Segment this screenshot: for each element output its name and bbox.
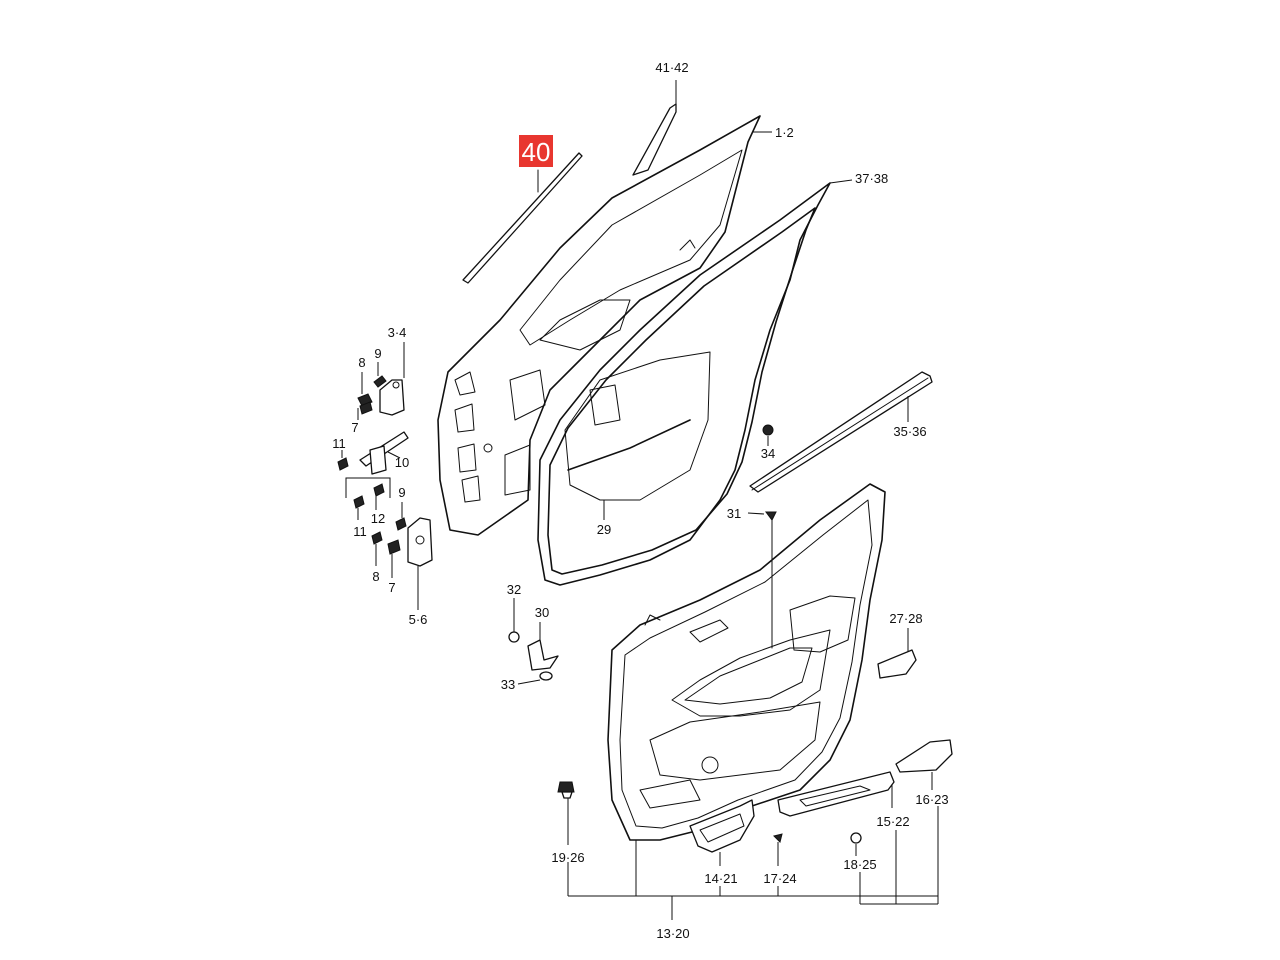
- part-19-26-clip[interactable]: [557, 781, 575, 845]
- callout-12: 12: [371, 511, 385, 526]
- callout-29: 29: [597, 522, 611, 537]
- callout-41-42: 41·42: [655, 60, 688, 75]
- callout-7b: 7: [388, 580, 395, 595]
- lower-bolt-8[interactable]: [371, 531, 383, 566]
- callout-33: 33: [501, 677, 515, 692]
- part-18-25-cap[interactable]: [850, 832, 862, 856]
- check-bolt-11[interactable]: [337, 450, 349, 471]
- callout-8a: 8: [358, 355, 365, 370]
- callout-18-25: 18·25: [843, 857, 876, 872]
- callout-34: 34: [761, 446, 775, 461]
- callout-10: 10: [395, 455, 409, 470]
- callout-8b: 8: [372, 569, 379, 584]
- part-27-28-cover[interactable]: [877, 628, 917, 679]
- highlight-badge: [519, 135, 553, 167]
- callout-14-21: 14·21: [704, 871, 737, 886]
- part-1-2-door-shell[interactable]: [437, 115, 772, 536]
- callout-32: 32: [507, 582, 521, 597]
- callout-9a: 9: [374, 346, 381, 361]
- assembly-bracket-13-20: [567, 806, 939, 920]
- callout-5-6: 5·6: [409, 612, 428, 627]
- lower-bolt-7[interactable]: [387, 539, 401, 578]
- callout-37-38: 37·38: [855, 171, 888, 186]
- callout-1-2: 1·2: [775, 125, 794, 140]
- callout-11a: 11: [332, 436, 346, 451]
- upper-bolt-7[interactable]: [357, 401, 373, 420]
- part-14-21-pull-handle[interactable]: [689, 799, 755, 866]
- callout-19-26: 19·26: [551, 850, 584, 865]
- callout-31: 31: [727, 506, 741, 521]
- highlight-label[interactable]: 40: [522, 137, 551, 167]
- callout-27-28: 27·28: [889, 611, 922, 626]
- part-5-6-lower-hinge[interactable]: [407, 517, 433, 610]
- callout-11b: 11: [353, 524, 367, 539]
- callout-3-4: 3·4: [388, 325, 407, 340]
- part-12-bracket[interactable]: [345, 477, 391, 520]
- callout-9b: 9: [398, 485, 405, 500]
- part-40-moulding[interactable]: [462, 152, 583, 284]
- part-32-nut[interactable]: [508, 598, 520, 643]
- part-30-handle-bracket[interactable]: [527, 622, 559, 671]
- part-41-42-garnish[interactable]: [632, 80, 677, 176]
- part-34-clip[interactable]: [762, 424, 774, 446]
- callout-30: 30: [535, 605, 549, 620]
- part-31-screw[interactable]: [747, 511, 777, 521]
- callout-35-36: 35·36: [893, 424, 926, 439]
- part-29-sealing-screen[interactable]: [564, 351, 711, 520]
- part-33-screw[interactable]: [517, 671, 553, 685]
- part-17-24-screw[interactable]: [773, 833, 783, 866]
- callout-16-23: 16·23: [915, 792, 948, 807]
- part-13-20-trim-panel[interactable]: [607, 483, 886, 841]
- part-10-door-check[interactable]: [359, 431, 409, 475]
- lower-bolt-9[interactable]: [395, 502, 407, 531]
- callout-17-24: 17·24: [763, 871, 796, 886]
- callout-7a: 7: [351, 420, 358, 435]
- part-16-23-mirror-cover[interactable]: [895, 739, 953, 790]
- callout-15-22: 15·22: [876, 814, 909, 829]
- upper-bolt-9[interactable]: [373, 362, 387, 388]
- upper-bolt-8[interactable]: [357, 372, 373, 407]
- part-15-22-switch-panel[interactable]: [777, 771, 895, 817]
- part-35-36-belt-moulding[interactable]: [749, 371, 933, 493]
- part-3-4-upper-hinge[interactable]: [379, 342, 405, 416]
- part-37-38-weatherstrip[interactable]: [537, 179, 853, 586]
- callout-13-20: 13·20: [656, 926, 689, 941]
